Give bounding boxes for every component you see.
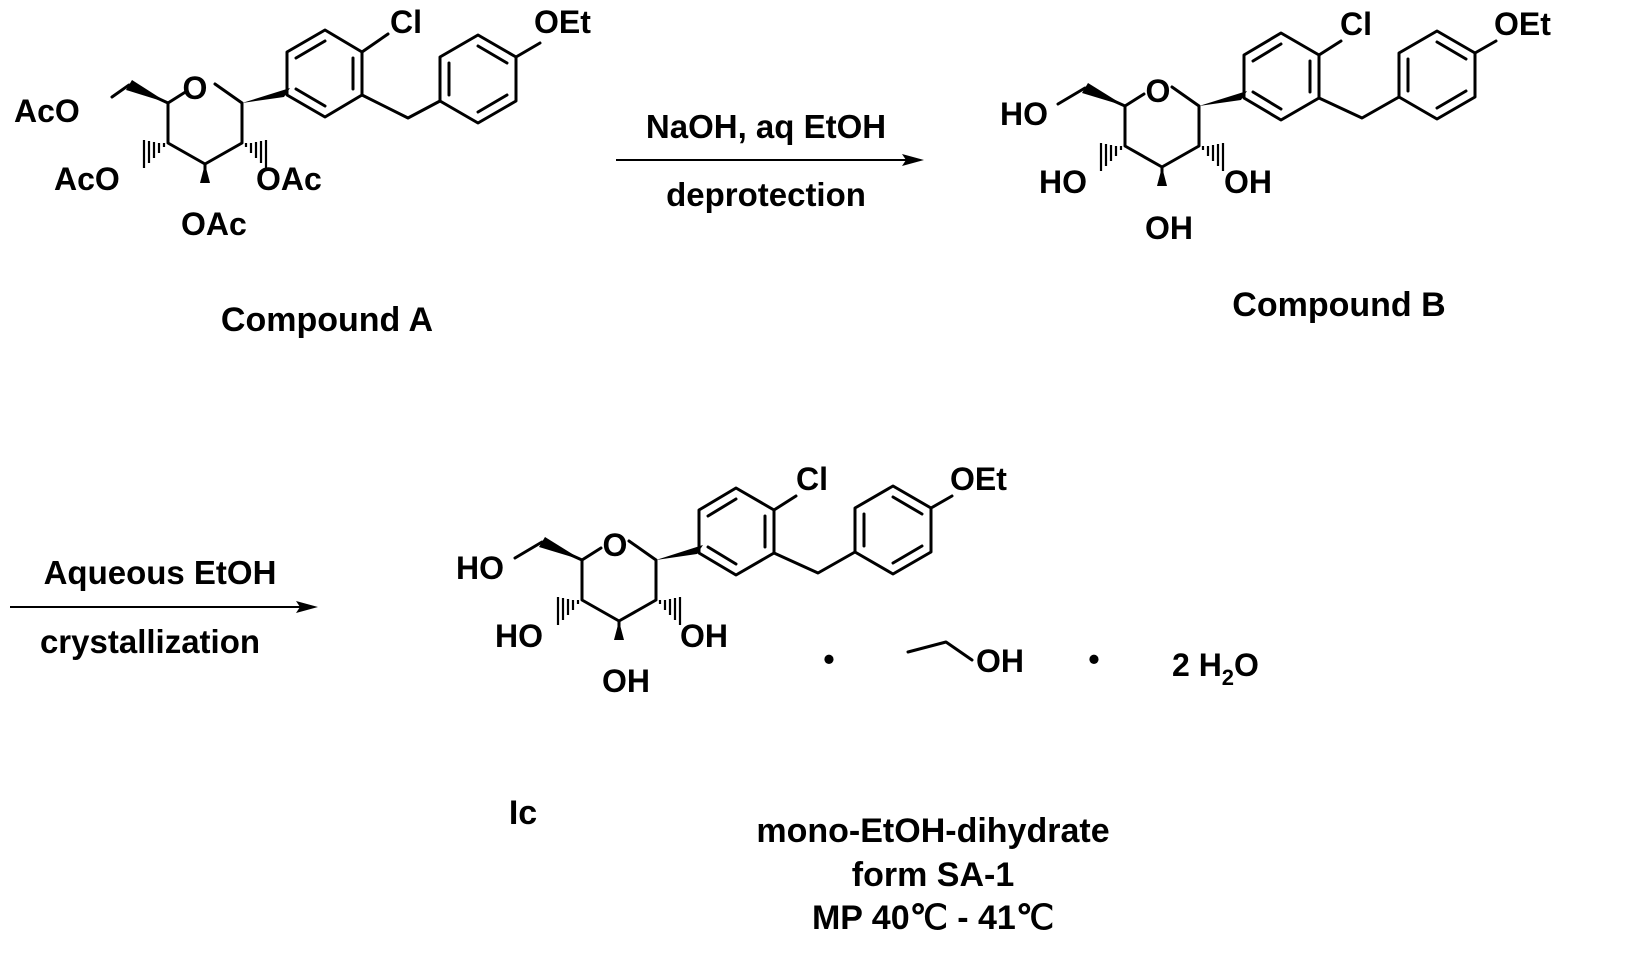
compound-a-oet-label: OEt [534, 4, 591, 40]
compound-b-oet-label: OEt [1494, 6, 1551, 42]
product-form-name: form SA-1 [852, 856, 1014, 894]
compound-b-ring-oxygen: O [1146, 73, 1171, 109]
compound-a-oac-c2-label: OAc [256, 161, 322, 197]
product-ic-structure: O Cl OEt HO HO OH OH • OH • 2 H2O Ic [456, 461, 1259, 832]
product-info-block: mono-EtOH-dihydrate form SA-1 MP 40℃ - 4… [756, 812, 1109, 937]
compound-a-oac-c3-label: OAc [181, 206, 247, 242]
compound-b-structure: O Cl OEt HO HO OH OH Compound B [1000, 6, 1551, 324]
compound-a-ring-oxygen: O [183, 70, 208, 106]
product-oet-label: OEt [950, 461, 1007, 497]
reaction-2-reagent: Aqueous EtOH [44, 554, 277, 591]
product-ring-oxygen: O [603, 527, 628, 563]
water-label: 2 H2O [1172, 647, 1259, 690]
product-oh-c2-label: OH [680, 618, 728, 654]
ethanol-oh-label: OH [976, 643, 1024, 679]
water-coefficient: 2 H [1172, 647, 1222, 683]
reaction-arrow-1: NaOH, aq EtOH deprotection [616, 108, 924, 213]
product-oh-c3-label: OH [602, 663, 650, 699]
compound-b-bonds [1058, 31, 1496, 181]
compound-a-caption: Compound A [221, 301, 433, 339]
water-oxygen: O [1234, 647, 1259, 683]
compound-b-oh-c3-label: OH [1145, 210, 1193, 246]
product-bonds [515, 486, 952, 636]
ethanol-skeleton [908, 642, 972, 660]
product-form-description: mono-EtOH-dihydrate [756, 812, 1109, 850]
reaction-1-process: deprotection [666, 176, 866, 213]
compound-a-structure: O Cl OEt AcO AcO OAc OAc Compound A [14, 4, 591, 339]
reaction-arrow-2: Aqueous EtOH crystallization [10, 554, 318, 660]
product-cl-label: Cl [796, 461, 828, 497]
compound-b-caption: Compound B [1232, 286, 1445, 324]
reaction-1-reagent: NaOH, aq EtOH [646, 108, 886, 145]
compound-a-cl-label: Cl [390, 4, 422, 40]
solvate-dot-2: • [1088, 641, 1099, 677]
compound-b-ho-c6-label: HO [1000, 96, 1048, 132]
solvate-dot-1: • [823, 641, 834, 677]
product-ho-c6-label: HO [456, 550, 504, 586]
product-melting-point: MP 40℃ - 41℃ [812, 899, 1054, 937]
product-ho-c4-label: HO [495, 618, 543, 654]
compound-b-cl-label: Cl [1340, 6, 1372, 42]
compound-b-oh-c2-label: OH [1224, 164, 1272, 200]
product-label: Ic [509, 794, 537, 832]
compound-a-aco-c4-label: AcO [54, 161, 120, 197]
compound-b-ho-c4-label: HO [1039, 164, 1087, 200]
compound-a-bonds [112, 30, 540, 178]
compound-a-aco-c6-label: AcO [14, 93, 80, 129]
reaction-2-process: crystallization [40, 623, 260, 660]
water-subscript: 2 [1222, 665, 1234, 690]
